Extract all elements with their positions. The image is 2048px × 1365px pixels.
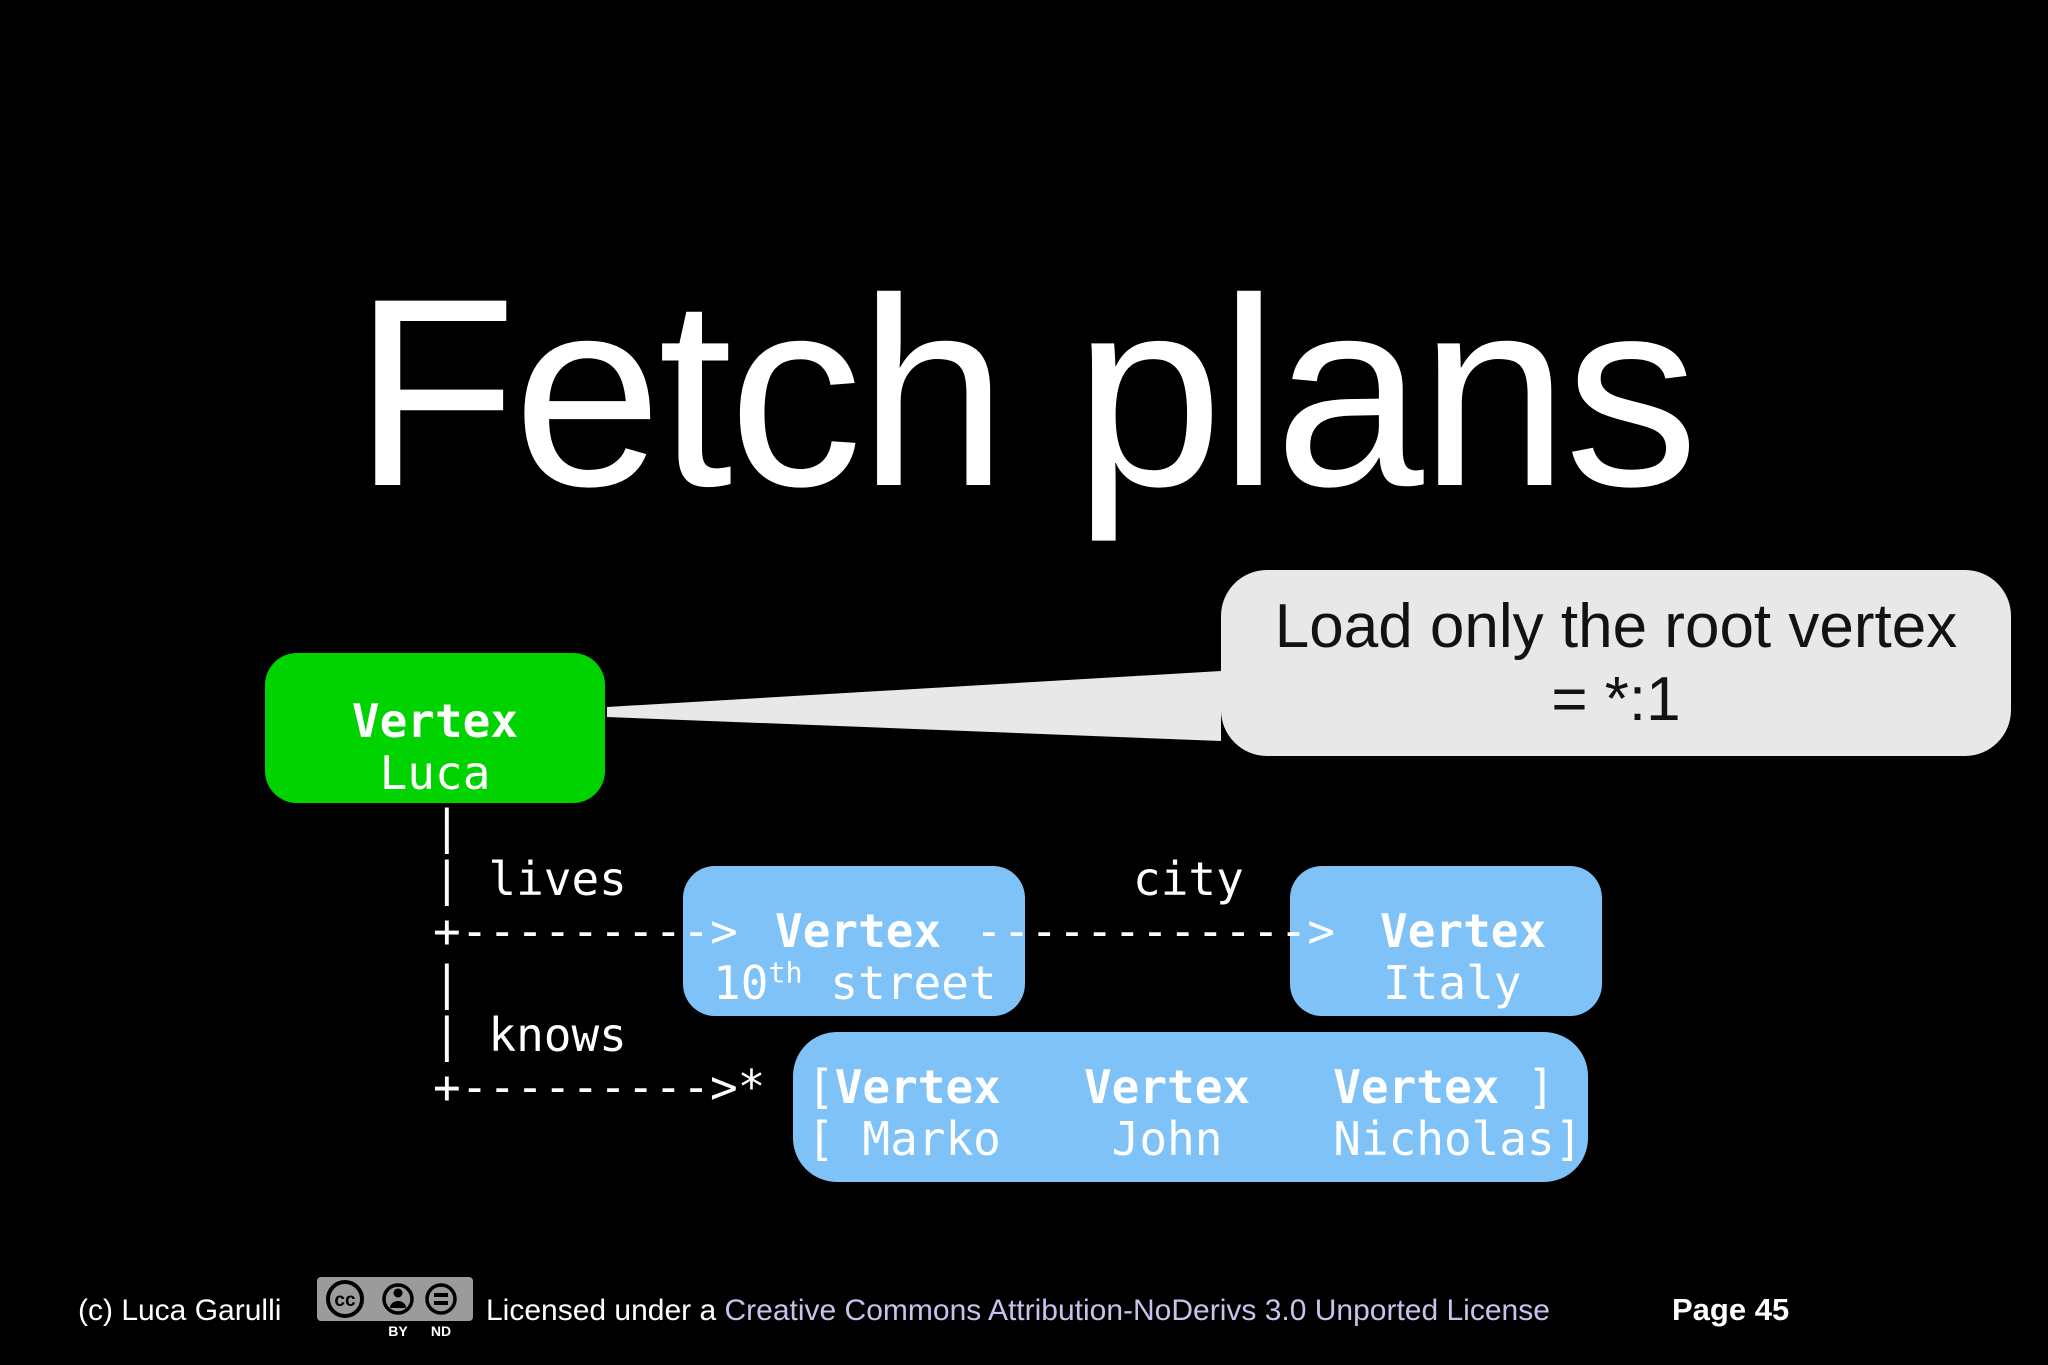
no-derivs-icon — [425, 1283, 457, 1315]
street-vertex-name-label: 10th street — [713, 957, 997, 1009]
license-link[interactable]: Creative Commons Attribution-NoDerivs 3.… — [724, 1294, 1550, 1327]
speech-bubble: Load only the root vertex = *:1 — [1221, 570, 2011, 756]
street-number: 10 — [713, 956, 769, 1010]
bubble-line-1: Load only the root vertex — [1274, 592, 1958, 661]
root-vertex-type-label: Vertex — [351, 694, 519, 748]
license-prefix: Licensed under a — [486, 1294, 725, 1327]
bracket-close: ] — [1499, 1060, 1555, 1114]
street-vertex-type-label: Vertex — [775, 904, 942, 958]
cc-nd-label: ND — [431, 1323, 451, 1339]
arrow-knows: +--------->* — [433, 1060, 766, 1114]
collection-vertex-type-2: Vertex — [1083, 1060, 1251, 1114]
gap — [1250, 1060, 1333, 1114]
speech-bubble-tail — [607, 671, 1221, 741]
attribution-person-icon — [382, 1283, 414, 1315]
cc-logo-icon: cc — [326, 1280, 364, 1318]
edge-bar-2: | — [433, 956, 461, 1010]
bracket-open: [ — [807, 1060, 835, 1114]
root-vertex-name-label: Luca — [379, 746, 491, 800]
collection-vertex-type-1: Vertex — [834, 1060, 1001, 1114]
copyright-text: (c) Luca Garulli — [78, 1294, 282, 1327]
edge-label-lives: | lives — [433, 852, 627, 906]
street-ordinal-suffix: th — [768, 956, 803, 990]
arrow-city: ------------> — [975, 904, 1336, 958]
edge-label-knows: | knows — [433, 1008, 627, 1062]
vertex-node-root: Vertex Luca — [265, 653, 605, 803]
svg-text:cc: cc — [334, 1290, 356, 1311]
page-number: Page 45 — [1672, 1292, 1790, 1327]
bubble-line-2: = *:1 — [1551, 665, 1681, 734]
collection-vertex-types-row: [Vertex Vertex Vertex ] — [807, 1061, 1555, 1113]
italy-vertex-name-label: Italy — [1383, 956, 1522, 1010]
street-word: street — [802, 956, 997, 1010]
edge-label-city: city — [1133, 852, 1244, 906]
cc-by-label: BY — [388, 1323, 408, 1339]
edge-bar-1: | — [433, 800, 461, 854]
vertex-node-italy — [1290, 866, 1602, 1016]
gap — [1001, 1060, 1084, 1114]
license-text: Licensed under a Creative Commons Attrib… — [486, 1293, 1550, 1329]
italy-vertex-type-label: Vertex — [1380, 904, 1547, 958]
arrow-lives: +---------> — [433, 904, 738, 958]
vertex-collection-node — [793, 1032, 1588, 1182]
collection-vertex-names-row: [ Marko John Nicholas] — [807, 1112, 1583, 1166]
slide-title: Fetch plans — [353, 242, 1698, 542]
collection-vertex-type-3: Vertex — [1333, 1060, 1500, 1114]
cc-license-badge: cc BY ND — [317, 1277, 473, 1339]
vertex-node-street — [683, 866, 1025, 1016]
